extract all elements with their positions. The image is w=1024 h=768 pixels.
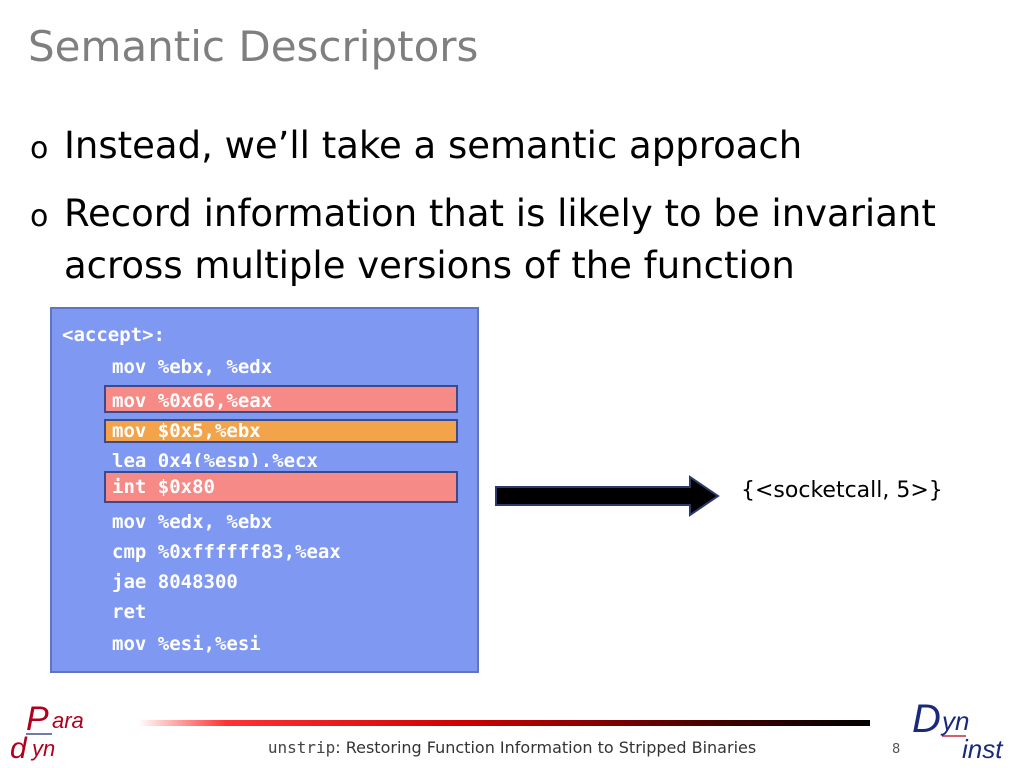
bullet-text: Record information that is likely to be …: [64, 192, 936, 287]
footer-tool-name: unstrip: [267, 738, 336, 757]
bullet-2: o Record information that is likely to be…: [30, 188, 990, 292]
footer-divider: [138, 720, 870, 726]
highlight-mov-ebx: [104, 419, 458, 443]
code-line: mov %ebx, %edx: [112, 356, 273, 378]
code-label: <accept>:: [62, 324, 165, 346]
arrow-right-icon: [495, 475, 720, 517]
footer: unstrip: Restoring Function Information …: [0, 738, 1024, 757]
code-line: ret: [112, 601, 147, 623]
bullet-marker: o: [30, 199, 49, 234]
highlight-int: [104, 471, 458, 503]
bullet-marker: o: [30, 131, 49, 166]
slide-title: Semantic Descriptors: [28, 22, 479, 71]
code-line: mov $0x5,%ebx: [112, 420, 261, 442]
code-line: int $0x80: [112, 476, 215, 498]
logo-glyph: yn: [940, 706, 969, 736]
logo-glyph: yn: [30, 736, 55, 761]
bullet-text: Instead, we’ll take a semantic approach: [64, 124, 803, 167]
logo-glyph: P: [26, 700, 49, 738]
highlight-mov-eax: [104, 385, 458, 413]
code-line: lea 0x4(%esp),%ecx: [112, 450, 318, 467]
dyninst-logo: D yn inst: [912, 697, 1004, 764]
semantic-descriptor-result: {<socketcall, 5>}: [741, 478, 943, 503]
code-line: jae 8048300: [112, 571, 238, 593]
logo-glyph: d: [10, 732, 28, 762]
page-number: 8: [892, 742, 901, 757]
code-line: mov %0x66,%eax: [112, 390, 273, 412]
paradyn-logo: P ara d yn: [10, 700, 84, 762]
logo-glyph: inst: [962, 734, 1004, 764]
bullet-1: o Instead, we’ll take a semantic approach: [30, 120, 802, 175]
footer-text: : Restoring Function Information to Stri…: [335, 738, 757, 757]
logo-glyph: ara: [52, 708, 84, 733]
code-line: cmp %0xffffff83,%eax: [112, 541, 341, 563]
code-block: <accept>: mov %ebx, %edx mov %0x66,%eax …: [50, 307, 479, 673]
logo-glyph: D: [912, 697, 941, 741]
code-line: mov %esi,%esi: [112, 633, 261, 655]
code-line: mov %edx, %ebx: [112, 511, 273, 533]
